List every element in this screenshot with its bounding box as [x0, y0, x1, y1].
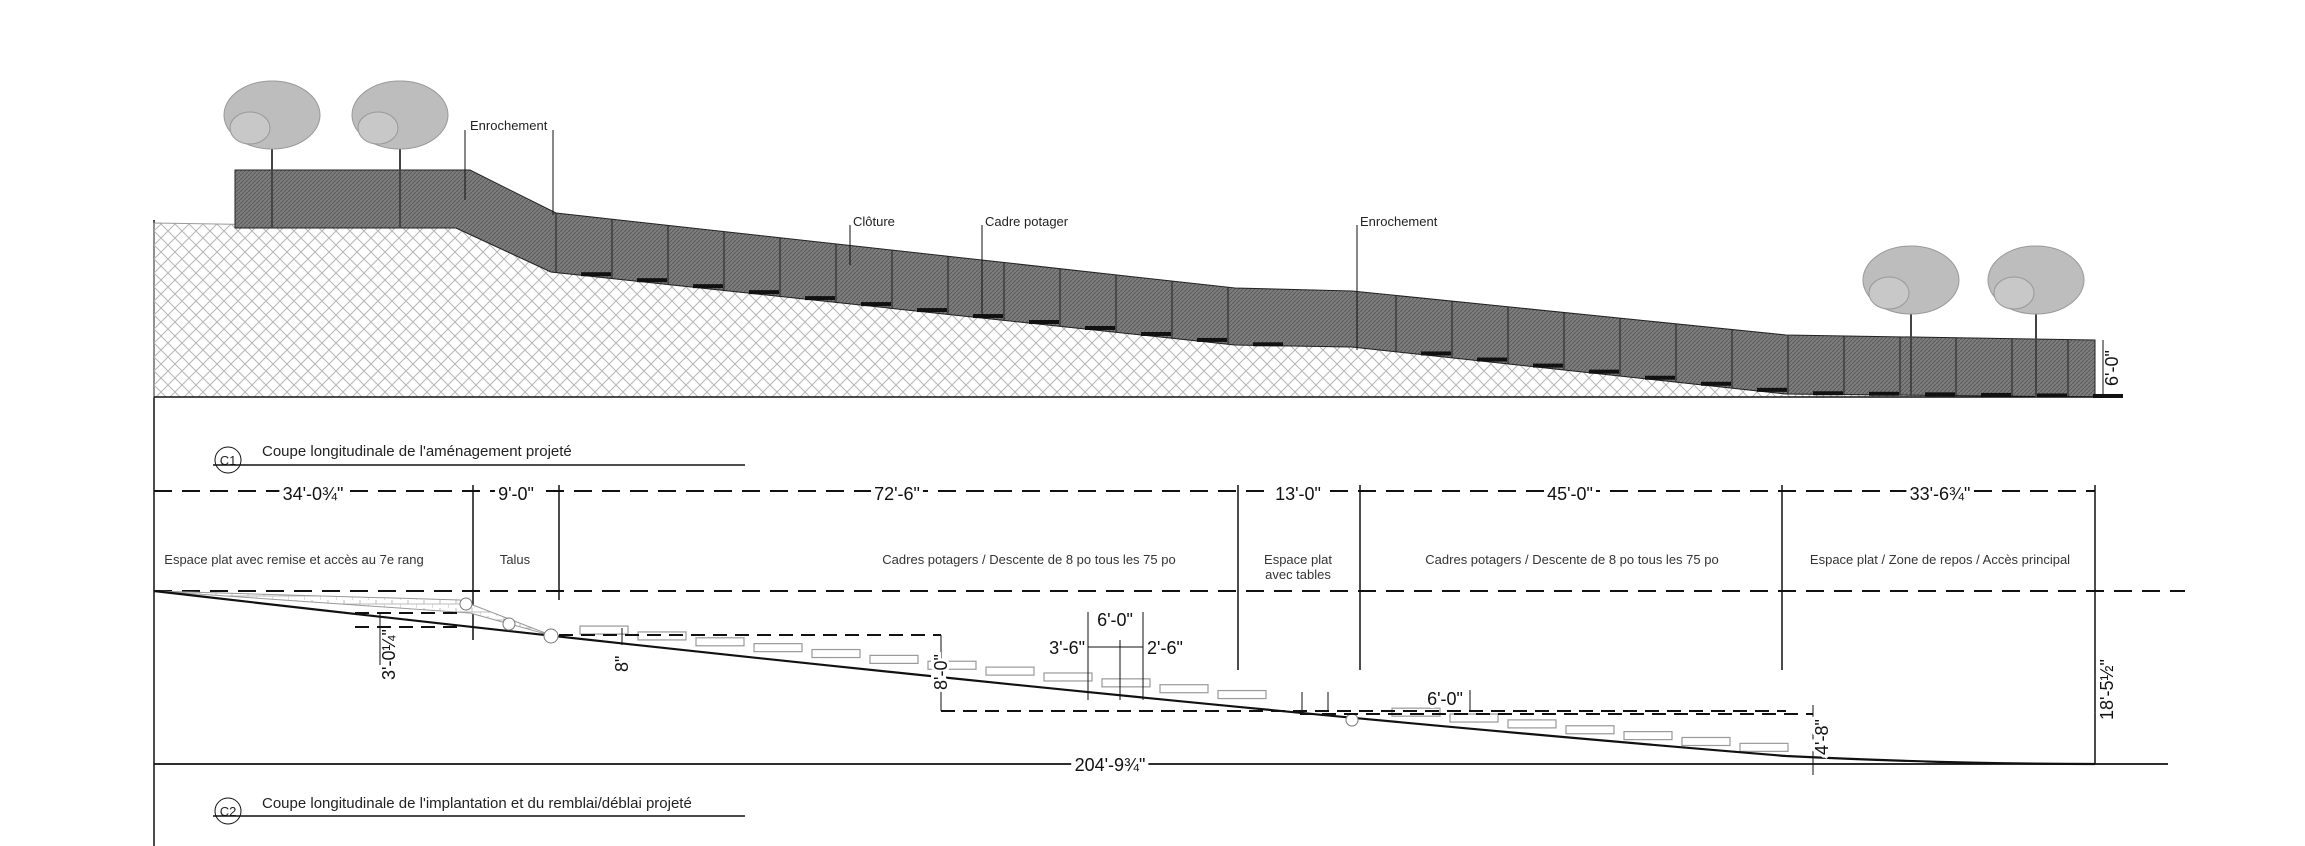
dim-total-length: 204'-9¾"	[1075, 755, 1146, 775]
garden-bed	[1869, 391, 1899, 396]
garden-bed	[1197, 337, 1227, 342]
section-marker-c2	[214, 797, 242, 825]
zone-label-1: Espace plat avec remise et accès au 7e r…	[164, 552, 423, 567]
boulder	[459, 597, 473, 611]
garden-bed	[693, 284, 723, 289]
tree-icon	[229, 111, 271, 145]
garden-bed	[973, 314, 1003, 319]
tree-icon	[357, 111, 399, 145]
garden-bed-step	[1507, 719, 1557, 729]
zone-label-4a: Espace plat	[1264, 552, 1332, 567]
garden-bed-step	[1217, 689, 1267, 700]
garden-bed-step	[579, 625, 629, 635]
garden-bed	[1141, 331, 1171, 336]
boulder	[543, 628, 559, 644]
garden-bed-step	[1101, 678, 1151, 688]
garden-bed	[917, 308, 947, 313]
garden-bed	[1757, 387, 1787, 392]
garden-bed	[2037, 393, 2067, 398]
callout-cadre-potager: Cadre potager	[985, 214, 1069, 229]
dim-segment-4: 13'-0"	[1275, 484, 1321, 504]
garden-bed	[1253, 342, 1283, 347]
garden-bed	[1477, 357, 1507, 362]
section-c2-cut-fill: 3'-0¼" 8" 8'-0" 6'-0" 3'-6" 2'-6" 6'-0" …	[153, 589, 2168, 779]
garden-bed-step	[1623, 731, 1673, 741]
callout-enrochement-1: Enrochement	[470, 118, 548, 133]
garden-bed-steps	[579, 625, 1789, 752]
section-c2-title: Coupe longitudinale de l'implantation et…	[262, 795, 692, 812]
garden-bed-step	[753, 643, 803, 653]
garden-bed	[1029, 320, 1059, 325]
zone-label-6: Espace plat / Zone de repos / Accès prin…	[1810, 552, 2070, 567]
garden-bed	[1925, 392, 1955, 397]
garden-bed	[2093, 393, 2123, 398]
tree-icon	[1993, 276, 2035, 310]
dim-step: 8"	[612, 656, 632, 672]
tree-icon	[1868, 276, 1910, 310]
garden-bed-step	[811, 648, 861, 659]
garden-bed-step	[695, 637, 745, 647]
dim-segment-3: 72'-6"	[874, 484, 920, 504]
section-marker-c1	[214, 446, 242, 474]
dim-cut-depth: 8'-0"	[931, 654, 951, 690]
fence-posts	[555, 213, 2123, 398]
dim-cut-depth-2: 4'-8"	[1812, 719, 1832, 755]
callout-enrochement-2: Enrochement	[1360, 214, 1438, 229]
garden-bed-step	[927, 660, 977, 670]
garden-bed	[1645, 375, 1675, 380]
dim-fill-depth: 3'-0¼"	[379, 629, 399, 680]
dim-segment-5: 45'-0"	[1547, 484, 1593, 504]
callout-cloture: Clôture	[853, 214, 895, 229]
garden-bed-step	[1391, 707, 1441, 717]
garden-bed-step	[1159, 684, 1209, 694]
boulder	[1345, 713, 1359, 727]
garden-bed	[1701, 381, 1731, 386]
garden-bed	[1421, 351, 1451, 356]
section-c1-elevation: Enrochement Clôture Cadre potager Enroch…	[153, 80, 2123, 398]
garden-bed-step	[1565, 725, 1615, 735]
dim-segment-2: 9'-0"	[498, 484, 534, 504]
fence-height-dim: 6'-0"	[2102, 350, 2122, 386]
garden-bed	[1813, 391, 1843, 396]
garden-bed-step	[1739, 742, 1789, 752]
garden-bed-step	[1681, 736, 1731, 747]
garden-bed	[1085, 325, 1115, 330]
garden-bed	[1589, 369, 1619, 374]
zone-label-3: Cadres potagers / Descente de 8 po tous …	[882, 552, 1175, 567]
trees	[223, 80, 2085, 397]
dim-segment-6: 33'-6¾"	[1910, 484, 1971, 504]
garden-bed-step	[985, 666, 1035, 676]
boulder	[502, 617, 516, 631]
garden-bed	[749, 290, 779, 295]
dim-bed-b: 2'-6"	[1147, 638, 1183, 658]
dim-bed-a: 3'-6"	[1049, 638, 1085, 658]
dim-segment-1: 34'-0¾"	[283, 484, 344, 504]
existing-grade-line	[153, 589, 2096, 766]
garden-bed	[861, 302, 891, 307]
zone-label-5: Cadres potagers / Descente de 8 po tous …	[1425, 552, 1718, 567]
zone-label-2: Talus	[500, 552, 531, 567]
garden-bed-step	[1449, 713, 1499, 723]
dim-bed-width: 6'-0"	[1097, 610, 1133, 630]
dimension-chain: 34'-0¾" 9'-0" 72'-6" 13'-0" 45'-0" 33'-6…	[154, 480, 2185, 764]
section-c1-title: Coupe longitudinale de l'aménagement pro…	[262, 443, 572, 460]
zone-label-4b: avec tables	[1265, 567, 1331, 582]
garden-bed	[637, 278, 667, 283]
garden-bed	[805, 296, 835, 301]
garden-bed-step	[869, 654, 919, 664]
garden-bed	[1533, 363, 1563, 368]
dim-total-height: 18'-5½"	[2097, 659, 2117, 720]
garden-bed	[1981, 392, 2011, 397]
garden-bed-step	[1043, 672, 1093, 682]
garden-bed	[581, 272, 611, 277]
dim-bed-width-2: 6'-0"	[1427, 689, 1463, 709]
